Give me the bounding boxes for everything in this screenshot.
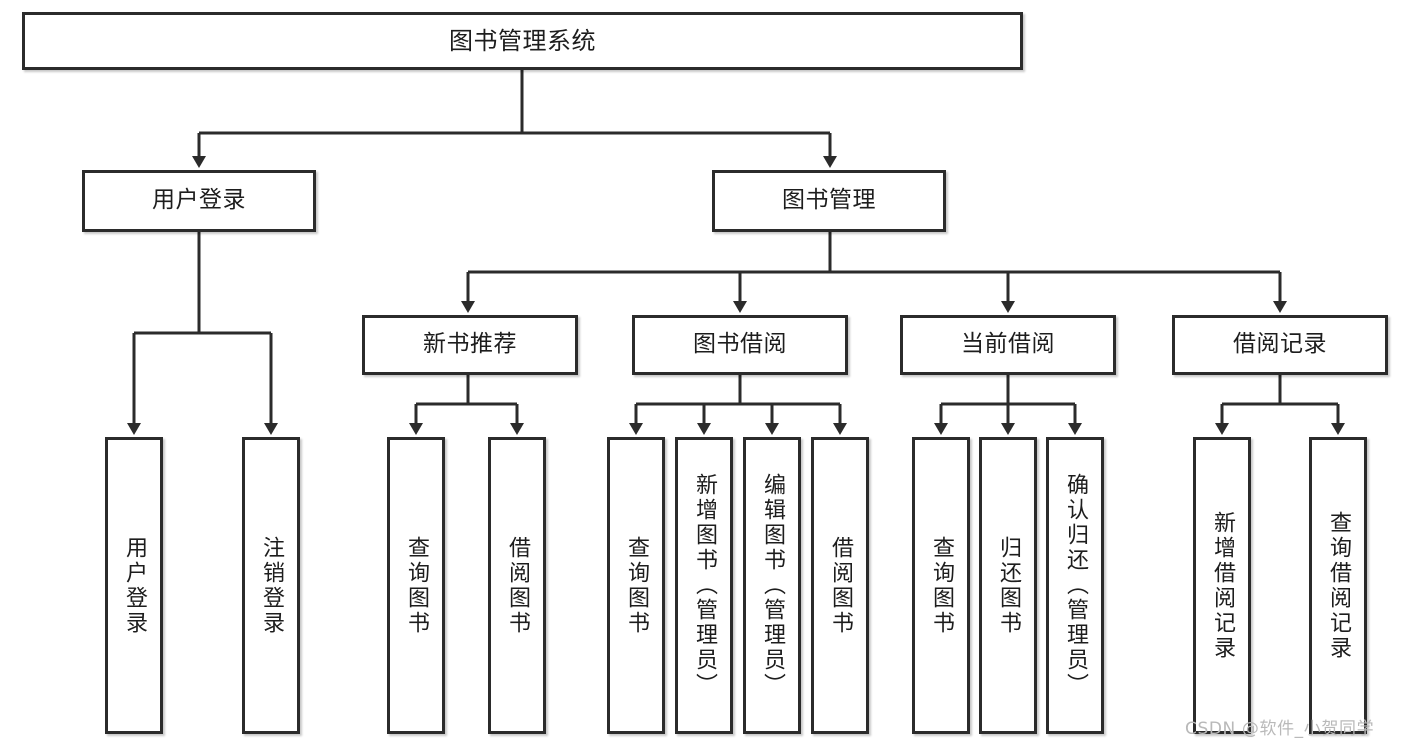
node-root-book-management-system[interactable]: 图书管理系统 xyxy=(22,12,1023,70)
node-label: 用户登录 xyxy=(152,187,246,214)
node-label: 借阅记录 xyxy=(1233,331,1327,358)
node-book-borrow[interactable]: 图书借阅 xyxy=(632,315,848,375)
node-label: 图书借阅 xyxy=(693,331,787,358)
node-label: 确认归还（管理员） xyxy=(1062,473,1088,698)
leaf-current-borrow-confirm-return[interactable]: 确认归还（管理员） xyxy=(1046,437,1104,734)
leaf-book-borrow-borrow[interactable]: 借阅图书 xyxy=(811,437,869,734)
watermark-csdn: CSDN @软件_小贺同学 xyxy=(1185,719,1375,739)
node-label: 查询借阅记录 xyxy=(1325,510,1351,661)
node-label: 新书推荐 xyxy=(423,331,517,358)
leaf-new-book-query[interactable]: 查询图书 xyxy=(387,437,445,734)
node-borrow-record[interactable]: 借阅记录 xyxy=(1172,315,1388,375)
leaf-book-borrow-edit[interactable]: 编辑图书（管理员） xyxy=(743,437,801,734)
node-book-management[interactable]: 图书管理 xyxy=(712,170,946,232)
node-label: 新增借阅记录 xyxy=(1209,510,1235,661)
leaf-book-borrow-add[interactable]: 新增图书（管理员） xyxy=(675,437,733,734)
leaf-new-book-borrow[interactable]: 借阅图书 xyxy=(488,437,546,734)
node-label: 借阅图书 xyxy=(504,535,530,636)
node-label: 查询图书 xyxy=(623,535,649,636)
node-current-borrow[interactable]: 当前借阅 xyxy=(900,315,1116,375)
node-label: 归还图书 xyxy=(995,535,1021,636)
leaf-current-borrow-return[interactable]: 归还图书 xyxy=(979,437,1037,734)
node-label: 用户登录 xyxy=(121,535,147,636)
node-label: 图书管理 xyxy=(782,187,876,214)
leaf-user-login-logout[interactable]: 注销登录 xyxy=(242,437,300,734)
node-label: 借阅图书 xyxy=(827,535,853,636)
node-user-login[interactable]: 用户登录 xyxy=(82,170,316,232)
node-label: 当前借阅 xyxy=(961,331,1055,358)
leaf-borrow-record-query[interactable]: 查询借阅记录 xyxy=(1309,437,1367,734)
node-new-book-recommend[interactable]: 新书推荐 xyxy=(362,315,578,375)
node-label: 编辑图书（管理员） xyxy=(759,473,785,698)
leaf-user-login-login[interactable]: 用户登录 xyxy=(105,437,163,734)
node-label: 查询图书 xyxy=(928,535,954,636)
node-label: 注销登录 xyxy=(258,535,284,636)
leaf-book-borrow-query[interactable]: 查询图书 xyxy=(607,437,665,734)
node-label: 图书管理系统 xyxy=(449,26,596,55)
node-label: 新增图书（管理员） xyxy=(691,473,717,698)
leaf-current-borrow-query[interactable]: 查询图书 xyxy=(912,437,970,734)
node-label: 查询图书 xyxy=(403,535,429,636)
leaf-borrow-record-add[interactable]: 新增借阅记录 xyxy=(1193,437,1251,734)
